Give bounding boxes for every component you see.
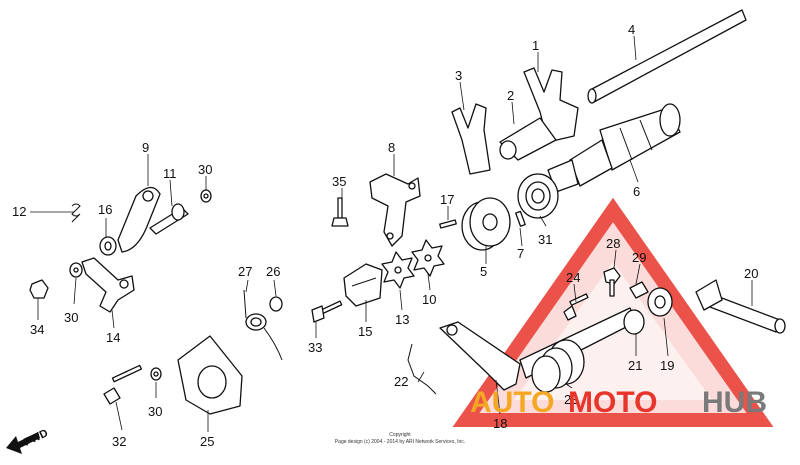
drum-cam bbox=[461, 197, 511, 251]
shift-fork-shaft bbox=[587, 9, 747, 104]
copyright-line-2: Page design (c) 2004 - 2014 by ARI Netwo… bbox=[335, 439, 465, 445]
label-13: 13 bbox=[395, 312, 409, 327]
shaft-11 bbox=[149, 203, 189, 235]
label-34: 34 bbox=[30, 322, 44, 337]
label-18: 18 bbox=[493, 416, 507, 431]
star-plate-10 bbox=[411, 239, 445, 277]
label-11: 11 bbox=[163, 166, 177, 181]
bearing bbox=[517, 173, 559, 219]
label-33: 33 bbox=[308, 340, 322, 355]
label-30-bottom: 30 bbox=[148, 404, 162, 419]
label-21: 21 bbox=[628, 358, 642, 373]
spring-22 bbox=[407, 343, 437, 395]
label-14: 14 bbox=[106, 330, 120, 345]
label-17: 17 bbox=[440, 192, 454, 207]
shift-arm-9 bbox=[117, 186, 161, 253]
collar-26 bbox=[269, 296, 283, 312]
copyright-block: Copyright Page design (c) 2004 - 2014 by… bbox=[335, 432, 465, 445]
fwd-arrow: FWD bbox=[6, 427, 50, 454]
label-27: 27 bbox=[238, 264, 252, 279]
collar-21 bbox=[623, 309, 645, 335]
label-35: 35 bbox=[332, 174, 346, 189]
dowel-pin-7 bbox=[515, 210, 526, 227]
stopper-plate bbox=[369, 173, 421, 247]
leader-lines bbox=[30, 35, 753, 432]
label-2: 2 bbox=[507, 88, 514, 103]
label-31: 31 bbox=[538, 232, 552, 247]
label-10: 10 bbox=[422, 292, 436, 307]
label-15: 15 bbox=[358, 324, 372, 339]
bolt-32 bbox=[103, 364, 142, 405]
spring-12 bbox=[71, 203, 81, 223]
label-32: 32 bbox=[112, 434, 126, 449]
label-1: 1 bbox=[532, 38, 539, 53]
return-spring-23 bbox=[531, 339, 585, 393]
label-9: 9 bbox=[142, 140, 149, 155]
watermark-hub: HUB bbox=[702, 386, 767, 419]
label-25: 25 bbox=[200, 434, 214, 449]
label-8: 8 bbox=[388, 140, 395, 155]
washer-30-mid bbox=[69, 262, 83, 278]
label-5: 5 bbox=[480, 264, 487, 279]
guide-plate-15 bbox=[343, 263, 383, 307]
bolt-24 bbox=[563, 293, 589, 321]
watermark-auto: AUTO bbox=[470, 386, 554, 419]
copyright-line-1: Copyright bbox=[389, 432, 411, 438]
label-30-top: 30 bbox=[198, 162, 212, 177]
bolt-35 bbox=[331, 197, 349, 227]
collar-16 bbox=[99, 236, 117, 256]
label-16: 16 bbox=[98, 202, 112, 217]
washer-30-bottom bbox=[150, 367, 162, 381]
pin-29 bbox=[629, 281, 649, 299]
plate-25 bbox=[177, 335, 243, 415]
bolt-33 bbox=[311, 300, 343, 323]
label-12: 12 bbox=[12, 204, 26, 219]
label-4: 4 bbox=[628, 22, 635, 37]
label-24: 24 bbox=[566, 270, 580, 285]
shift-pedal-shaft-20 bbox=[695, 279, 786, 334]
pin-17 bbox=[439, 219, 457, 229]
part-labels: 1 2 3 4 5 6 7 8 9 10 11 12 13 14 15 16 1… bbox=[12, 22, 758, 449]
label-30-mid: 30 bbox=[64, 310, 78, 325]
label-6: 6 bbox=[633, 184, 640, 199]
watermark-moto: MOTO bbox=[568, 386, 657, 419]
shift-fork-2 bbox=[499, 117, 557, 161]
label-23: 23 bbox=[564, 392, 578, 407]
washer-30-top bbox=[200, 189, 212, 203]
nut-34 bbox=[29, 279, 49, 299]
label-19: 19 bbox=[660, 358, 674, 373]
fwd-label: FWD bbox=[22, 427, 50, 448]
star-plate-13 bbox=[381, 251, 415, 289]
label-26: 26 bbox=[266, 264, 280, 279]
watermark-text: AUTO MOTO HUB bbox=[470, 386, 767, 419]
label-28: 28 bbox=[606, 236, 620, 251]
label-7: 7 bbox=[517, 246, 524, 261]
label-20: 20 bbox=[744, 266, 758, 281]
label-22: 22 bbox=[394, 374, 408, 389]
label-3: 3 bbox=[455, 68, 462, 83]
label-29: 29 bbox=[632, 250, 646, 265]
bolt-28 bbox=[603, 267, 621, 297]
shift-fork-3 bbox=[451, 103, 491, 175]
seal-19 bbox=[647, 287, 673, 317]
spring-27 bbox=[243, 289, 283, 361]
shift-arm-14 bbox=[81, 257, 135, 313]
